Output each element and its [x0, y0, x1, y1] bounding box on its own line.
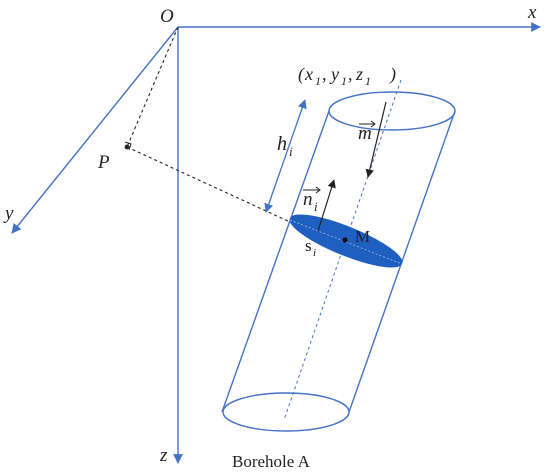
s-label: s i: [305, 236, 316, 259]
svg-text:m: m: [358, 123, 372, 144]
svg-text:h: h: [277, 133, 287, 155]
svg-text:z: z: [355, 64, 363, 84]
point-m-dot: [342, 237, 348, 243]
origin-label: O: [160, 6, 174, 27]
x-axis-label: x: [527, 2, 537, 23]
dashed-p-to-ellipse: [126, 146, 291, 223]
cylinder-left-side: [221, 110, 330, 413]
svg-text:,: ,: [322, 64, 327, 84]
svg-text:n: n: [303, 189, 313, 210]
svg-text:i: i: [289, 144, 293, 159]
h-distance-arrow: [264, 99, 307, 213]
point-p-dot: [124, 144, 130, 150]
svg-text:1: 1: [365, 74, 371, 88]
svg-text:(: (: [298, 64, 305, 85]
n-vector-label: n i: [303, 186, 321, 214]
cylinder-top-ellipse: [328, 91, 456, 131]
svg-text:): ): [389, 64, 396, 85]
svg-text:,: ,: [348, 64, 353, 84]
point-p-label: P: [97, 152, 110, 173]
svg-text:x: x: [304, 64, 313, 84]
svg-text:1: 1: [341, 74, 347, 88]
borehole-caption: Borehole A: [232, 452, 311, 471]
m-vector-arrow: [365, 101, 387, 178]
coordinate-label: ( x 1 , y 1 , z 1 ): [298, 64, 396, 88]
svg-text:s: s: [305, 236, 312, 255]
svg-text:i: i: [313, 247, 316, 259]
cylinder-bottom-ellipse: [222, 392, 350, 432]
n-vector-arrow: [317, 179, 336, 232]
y-axis-label: y: [3, 203, 14, 224]
point-m-label: M: [355, 227, 370, 246]
svg-text:i: i: [314, 199, 318, 214]
m-vector-label: m: [358, 120, 376, 144]
dashed-o-to-p: [126, 26, 179, 148]
y-axis: [11, 26, 179, 234]
svg-text:y: y: [329, 64, 339, 84]
right-angle-marker: [124, 141, 132, 151]
svg-text:1: 1: [315, 74, 321, 88]
z-axis-label: z: [159, 445, 168, 466]
h-label: h i: [277, 133, 293, 159]
